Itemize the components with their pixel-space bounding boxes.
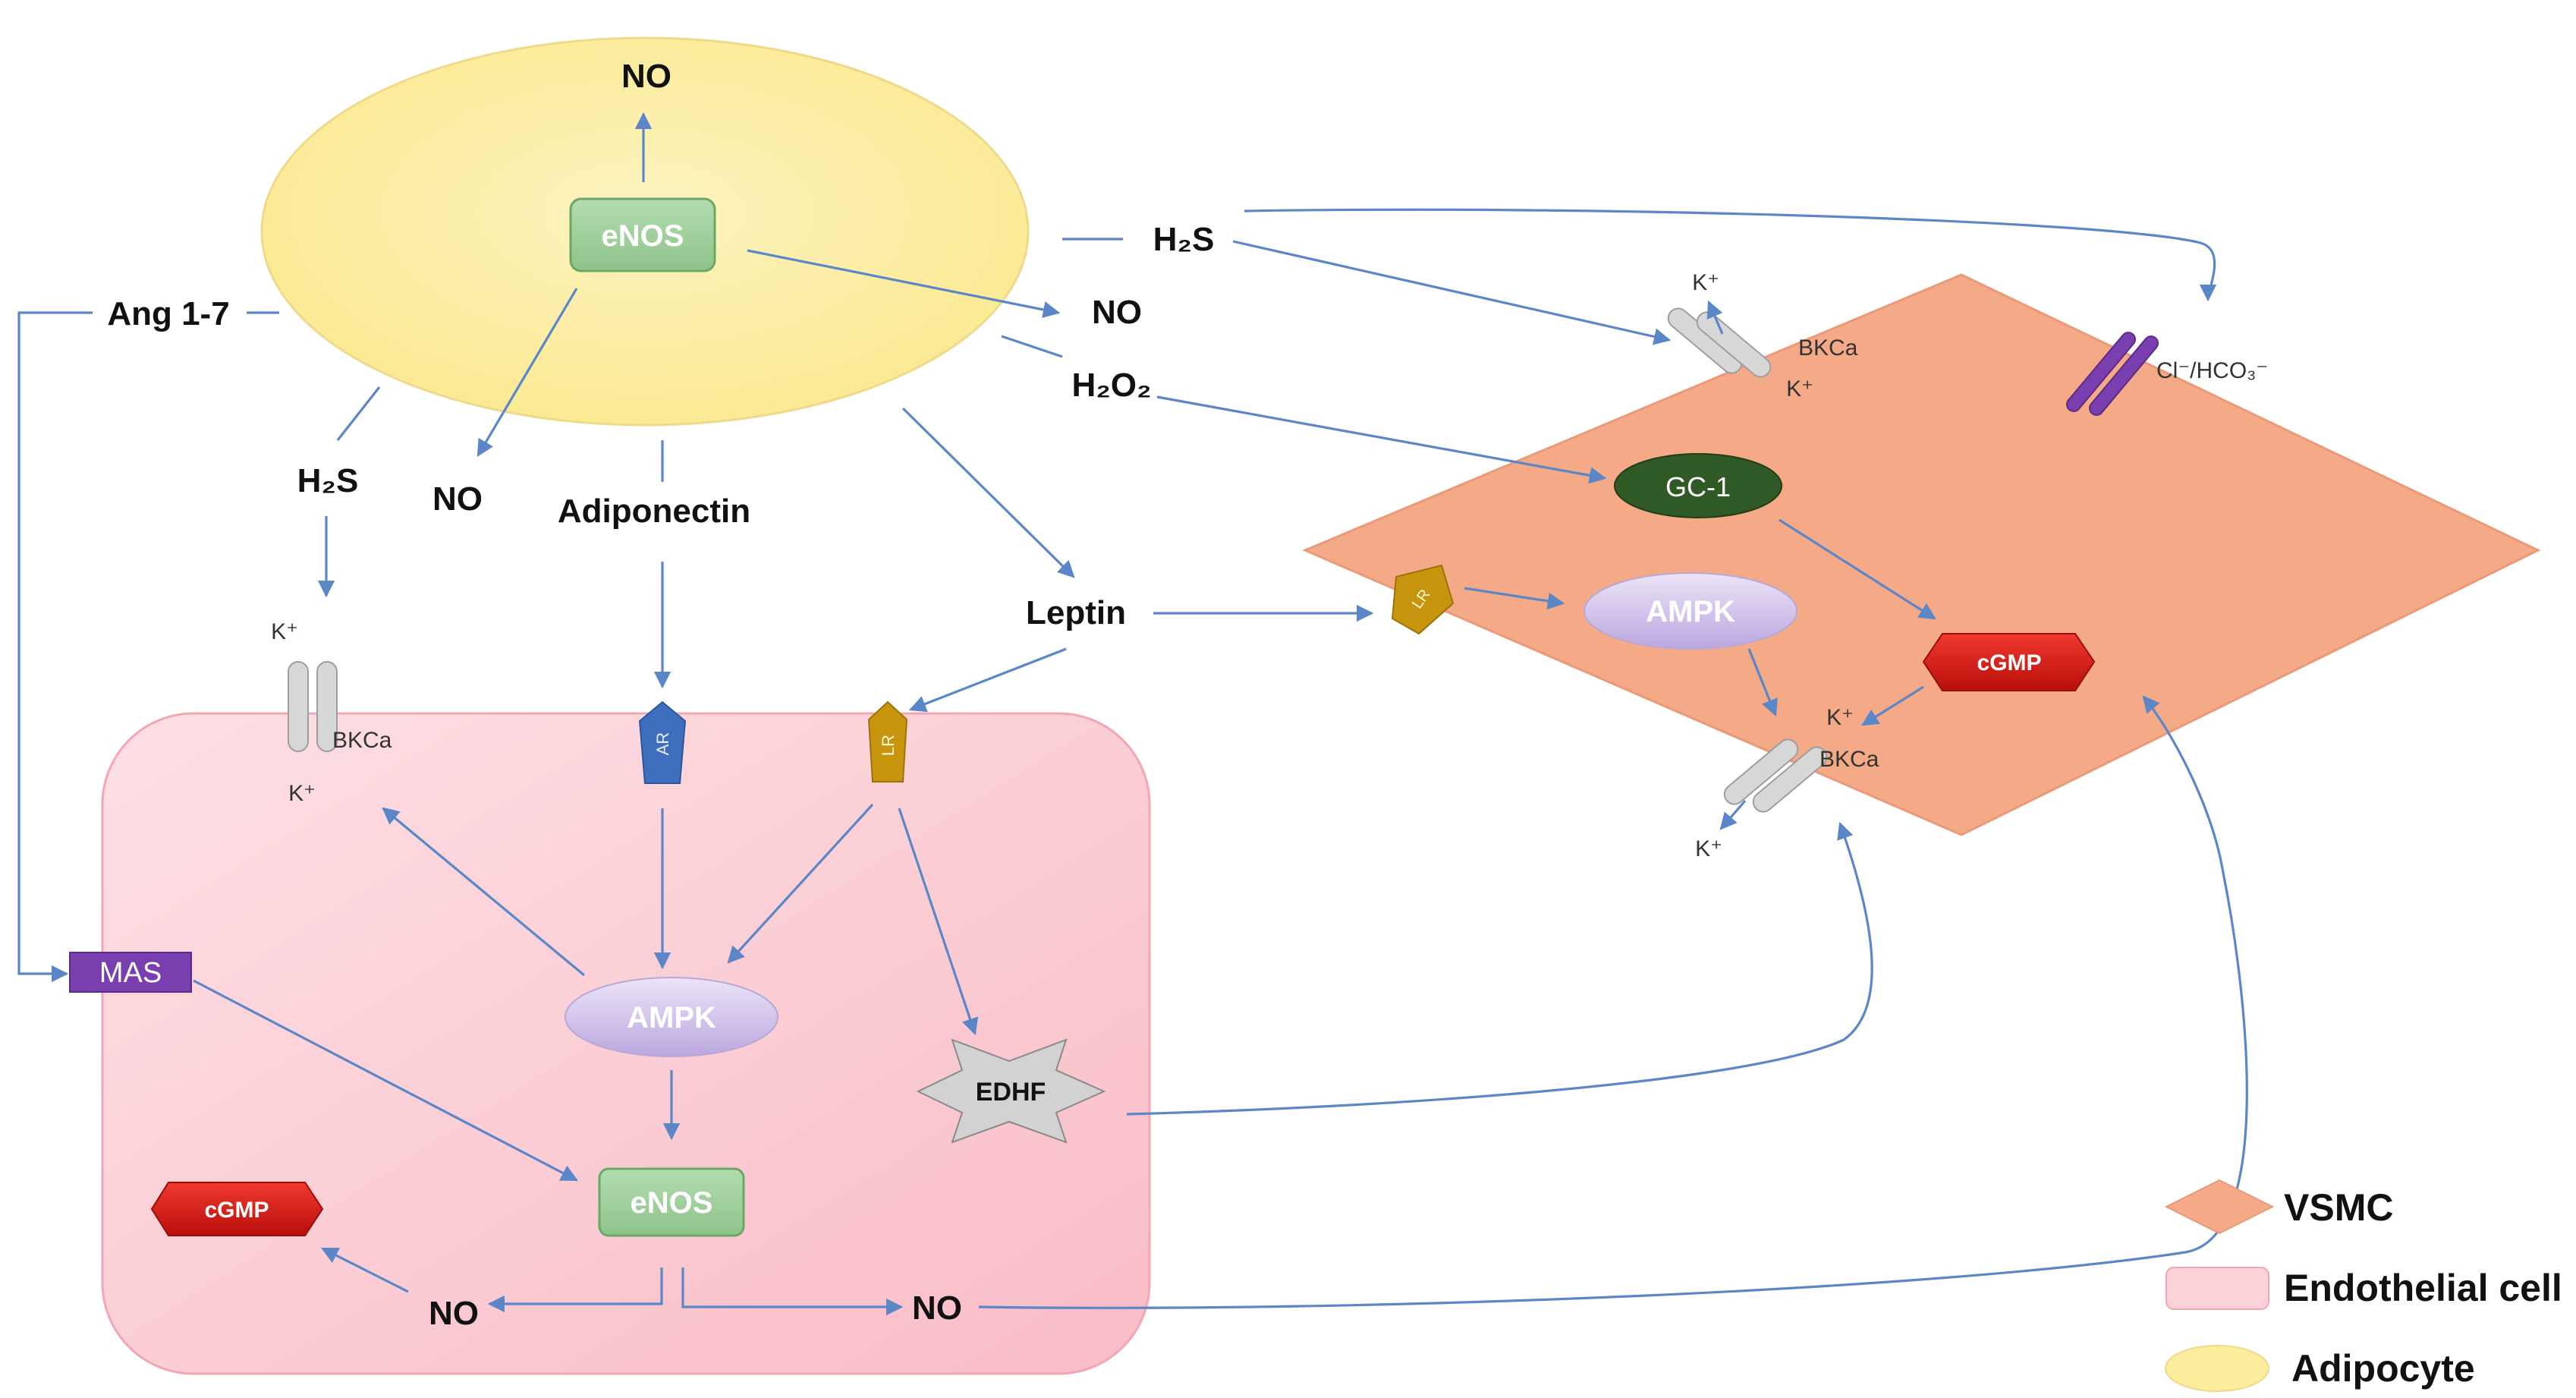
- cgmp-vsmc-label: cGMP: [1977, 650, 2041, 675]
- arrow-lr-edhf: [898, 808, 979, 1036]
- leptin-label: Leptin: [1026, 594, 1126, 631]
- arrow-no-cgmp-vsmc: [978, 695, 2248, 1309]
- h2s-right-label: H₂S: [1153, 221, 1215, 258]
- arrow-bkca-bottom-kout: [1719, 799, 1747, 830]
- enos-endo-label: eNOS: [631, 1186, 713, 1220]
- legend-swatch-endothelial: [2166, 1267, 2269, 1310]
- enos-adipocyte-label: eNOS: [602, 219, 684, 253]
- gc1-enzyme: [1614, 453, 1782, 518]
- lr-receptor-endothelial: [867, 701, 908, 782]
- lr-endo-label: LR: [879, 735, 898, 756]
- k-plus-vsmc-top-out: K⁺: [1692, 270, 1719, 295]
- h2o2-label: H₂O₂: [1071, 367, 1151, 404]
- legend-label-adipocyte: Adipocyte: [2291, 1347, 2475, 1390]
- arrow-h2s-bkca-vsmc: [1232, 240, 1672, 345]
- arrow-enos-no-bl: [487, 1267, 663, 1313]
- bkca-vsmc-top-channel: [1667, 307, 1772, 378]
- enos-adipocyte-box: [569, 197, 716, 272]
- bkca-endothelial-channel: [288, 661, 338, 752]
- channel-subunit: [1696, 311, 1772, 378]
- edhf-label: EDHF: [976, 1078, 1046, 1107]
- arrow-ampk-bkca-endo: [382, 807, 586, 977]
- arrow-enos-no-left: [477, 288, 578, 457]
- channel-subunit: [2066, 332, 2136, 412]
- ampk-endothelial: [565, 977, 778, 1057]
- no-right-label: NO: [1092, 294, 1142, 331]
- arrow-mas-enos: [193, 979, 578, 1182]
- cgmp-endo-label: cGMP: [204, 1198, 269, 1223]
- vsmc-cell: [1302, 273, 2541, 836]
- legend-swatch-vsmc: [2164, 1179, 2275, 1235]
- arrow-ampk-bkca-vsmc: [1747, 648, 1778, 717]
- ampk-endo-label: AMPK: [627, 1001, 716, 1034]
- arrow-leptin-lr-endo: [908, 647, 1067, 713]
- arrow-lr-ampk-endo: [727, 803, 874, 964]
- exchanger-channel: [2066, 332, 2159, 416]
- no-top-label: NO: [621, 58, 672, 95]
- arrows: [17, 112, 2248, 1316]
- legend: VSMC Endothelial cell Adipocyte: [2164, 1179, 2562, 1392]
- exchanger-label: Cl⁻/HCO₃⁻: [2156, 358, 2268, 383]
- gc1-label: GC-1: [1665, 471, 1731, 502]
- k-plus-endo-top: K⁺: [271, 619, 298, 644]
- arrow-gc1-cgmp: [1779, 518, 1936, 620]
- bkca-vsmc-top-label: BKCa: [1798, 335, 1858, 361]
- no-bottom-right-label: NO: [912, 1289, 962, 1327]
- arrow-cgmp-bkca-vsmc: [1861, 685, 1924, 726]
- link-adipo-h2o2: [1001, 335, 1063, 358]
- legend-label-endothelial: Endothelial cell: [2284, 1267, 2562, 1309]
- bkca-endo-label: BKCa: [332, 728, 392, 753]
- channel-subunit: [316, 661, 338, 752]
- arrow-h2s-exchanger: [1244, 208, 2217, 302]
- edhf-star: [916, 1038, 1106, 1144]
- arrow-enos-no-right: [747, 249, 1061, 319]
- channel-subunit: [1752, 746, 1828, 813]
- channel-subunit: [2089, 335, 2159, 416]
- k-plus-vsmc-top-in: K⁺: [1786, 376, 1813, 401]
- enos-endothelial-box: [598, 1167, 745, 1237]
- ar-label: AR: [653, 732, 672, 756]
- legend-label-vsmc: VSMC: [2284, 1186, 2393, 1229]
- k-plus-vsmc-bottom-out: K⁺: [1695, 836, 1722, 861]
- cgmp-endothelial: [150, 1182, 324, 1236]
- bkca-vsmc-bottom-label: BKCa: [1820, 747, 1879, 772]
- no-left-label: NO: [432, 480, 483, 518]
- arrow-enos-no-br: [681, 1267, 904, 1316]
- no-bottom-left-label: NO: [429, 1295, 479, 1332]
- ampk-vsmc: [1584, 572, 1798, 650]
- mas-receptor: [69, 952, 192, 993]
- ang-label: Ang 1-7: [107, 295, 229, 332]
- h2s-left-label: H₂S: [297, 462, 359, 499]
- adiponectin-label: Adiponectin: [558, 493, 750, 530]
- channel-subunit: [1723, 738, 1799, 805]
- arrow-h2o2-gc1: [1156, 395, 1607, 484]
- arrow-edhf-bkca-vsmc: [1126, 821, 1873, 1116]
- arrow-ang-mas: [17, 311, 93, 983]
- arrow-no-cgmp-endo: [321, 1247, 409, 1293]
- channel-subunit: [288, 661, 309, 752]
- mas-label: MAS: [99, 957, 162, 989]
- cgmp-vsmc: [1922, 633, 2096, 691]
- lr-receptor-vsmc: [1391, 564, 1455, 635]
- arrow-adipo-leptin: [901, 407, 1075, 578]
- ampk-vsmc-label: AMPK: [1646, 595, 1735, 628]
- k-plus-endo-bottom: K⁺: [288, 781, 316, 806]
- legend-swatch-adipocyte: [2165, 1345, 2269, 1392]
- link-adipo-h2s-left: [336, 386, 381, 441]
- arrow-lr-ampk-vsmc: [1464, 587, 1565, 610]
- ar-receptor: [638, 701, 687, 784]
- k-plus-vsmc-bottom-in: K⁺: [1826, 705, 1854, 730]
- arrow-bkca-top-kout: [1706, 300, 1724, 335]
- bkca-vsmc-bottom-channel: [1723, 738, 1828, 813]
